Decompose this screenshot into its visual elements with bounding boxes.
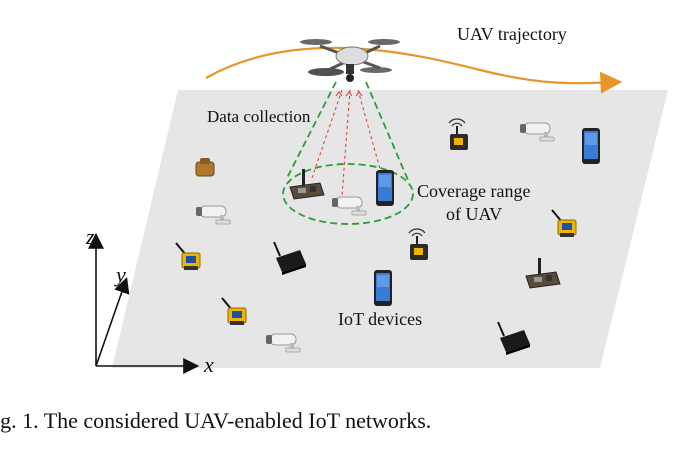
data-collection-label: Data collection (207, 107, 311, 126)
uav-trajectory-arrow (205, 46, 623, 94)
sensor-node-icon (195, 158, 215, 177)
coverage-label-line1: Coverage range (417, 181, 531, 201)
coverage-label-line2: of UAV (446, 204, 503, 224)
signal-chevrons-icon (335, 91, 363, 97)
data-collection-links (311, 89, 383, 197)
phone-icon (376, 170, 394, 206)
ground-plane (112, 90, 668, 368)
axis-y-label: y (116, 262, 126, 287)
coverage-range-ellipse (282, 163, 414, 225)
coordinate-axes (88, 232, 200, 374)
phone-icon (374, 270, 392, 306)
iot-devices-label: IoT devices (338, 309, 423, 329)
figure-caption: ig. 1. The considered UAV-enabled IoT ne… (0, 408, 432, 433)
phone-icon (582, 128, 600, 164)
axis-x-label: x (204, 352, 214, 377)
coverage-cone-left (285, 81, 337, 181)
trajectory-label: UAV trajectory (457, 24, 567, 44)
network-diagram (88, 39, 668, 374)
axis-z-label: z (86, 224, 95, 249)
coverage-cone-right (365, 81, 409, 181)
drone-icon (300, 39, 400, 82)
